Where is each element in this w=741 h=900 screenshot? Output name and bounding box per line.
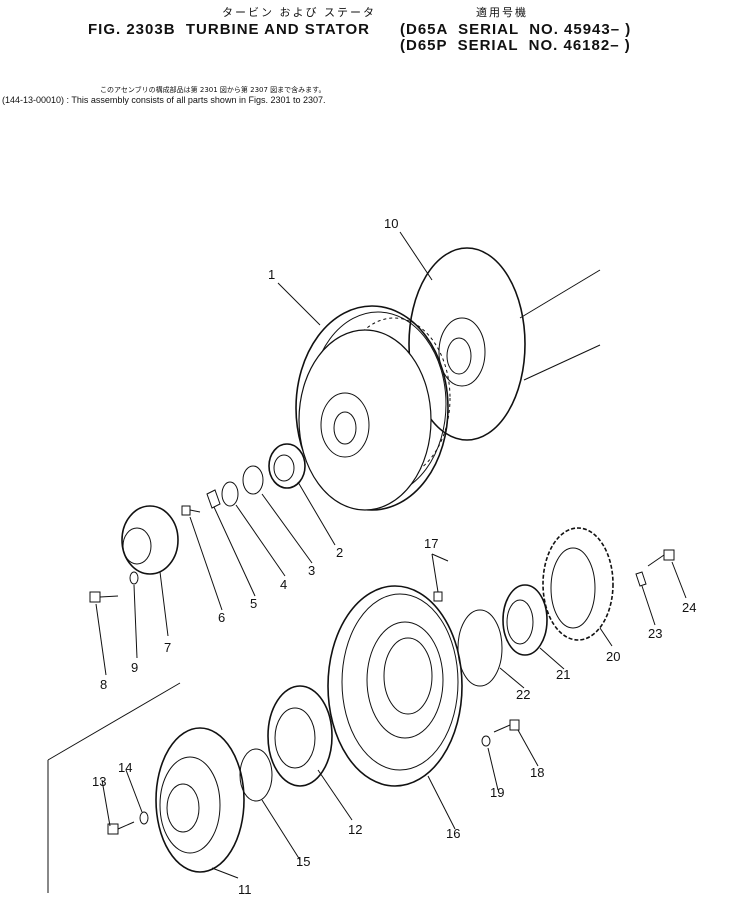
part-21-bearing	[502, 584, 548, 656]
part-6-bolt	[181, 505, 201, 516]
part-13-bolt	[107, 821, 135, 835]
part-11-stator	[155, 727, 245, 873]
assembly-note: (144-13-00010) : This assembly consists …	[2, 95, 326, 105]
callout-19: 19	[490, 785, 504, 800]
callout-13: 13	[92, 774, 106, 789]
callout-16: 16	[446, 826, 460, 841]
callout-15: 15	[296, 854, 310, 869]
callout-9: 9	[131, 660, 138, 675]
part-22-snap-ring	[457, 609, 503, 687]
part-4-plate	[221, 481, 239, 507]
part-8-bolt	[89, 591, 119, 603]
part-1-turbine	[295, 305, 451, 511]
callout-20: 20	[606, 649, 620, 664]
part-14-washer	[139, 811, 149, 825]
part-15-snap-ring	[239, 748, 273, 802]
callout-5: 5	[250, 596, 257, 611]
figure-title: FIG. 2303B TURBINE AND STATOR	[88, 21, 370, 38]
part-10-disc	[408, 247, 601, 441]
callout-11: 11	[238, 882, 252, 897]
japanese-applicable-label: 適用号機	[476, 6, 528, 19]
part-16-stator-housing	[327, 585, 463, 787]
leader-lines	[95, 231, 687, 879]
callout-21: 21	[556, 667, 570, 682]
callout-24: 24	[682, 600, 696, 615]
callout-18: 18	[530, 765, 544, 780]
serial-range-1: (D65A SERIAL NO. 45943– )	[400, 21, 632, 38]
part-20-gear	[542, 527, 614, 641]
callout-12: 12	[348, 822, 362, 837]
part-19-washer	[481, 735, 491, 747]
callout-23: 23	[648, 626, 662, 641]
part-9-washer	[129, 571, 139, 585]
part-12-clutch	[267, 685, 333, 787]
japanese-title: タービン および ステータ	[222, 6, 376, 19]
callout-10: 10	[384, 216, 398, 231]
serial-range-2: (D65P SERIAL NO. 46182– )	[400, 37, 631, 54]
part-5-lock-plate	[206, 489, 221, 509]
part-18-bolt	[493, 719, 520, 733]
part-17-plug	[433, 591, 443, 602]
part-23-lock-plate	[635, 571, 647, 587]
callout-1: 1	[268, 267, 275, 282]
callout-2: 2	[336, 545, 343, 560]
callout-22: 22	[516, 687, 530, 702]
callout-6: 6	[218, 610, 225, 625]
callout-17: 17	[424, 536, 438, 551]
callout-14: 14	[118, 760, 132, 775]
callout-8: 8	[100, 677, 107, 692]
part-3-ring	[242, 465, 264, 495]
part-24-bolt	[647, 549, 675, 567]
assembly-note-japanese: このアセンブリの構成部品は第 2301 図から第 2307 図まで含みます。	[100, 86, 326, 94]
callout-3: 3	[308, 563, 315, 578]
part-7-hub	[121, 505, 179, 575]
callout-4: 4	[280, 577, 287, 592]
part-2-bearing	[268, 443, 306, 489]
callout-7: 7	[164, 640, 171, 655]
assembly-line	[47, 682, 181, 761]
